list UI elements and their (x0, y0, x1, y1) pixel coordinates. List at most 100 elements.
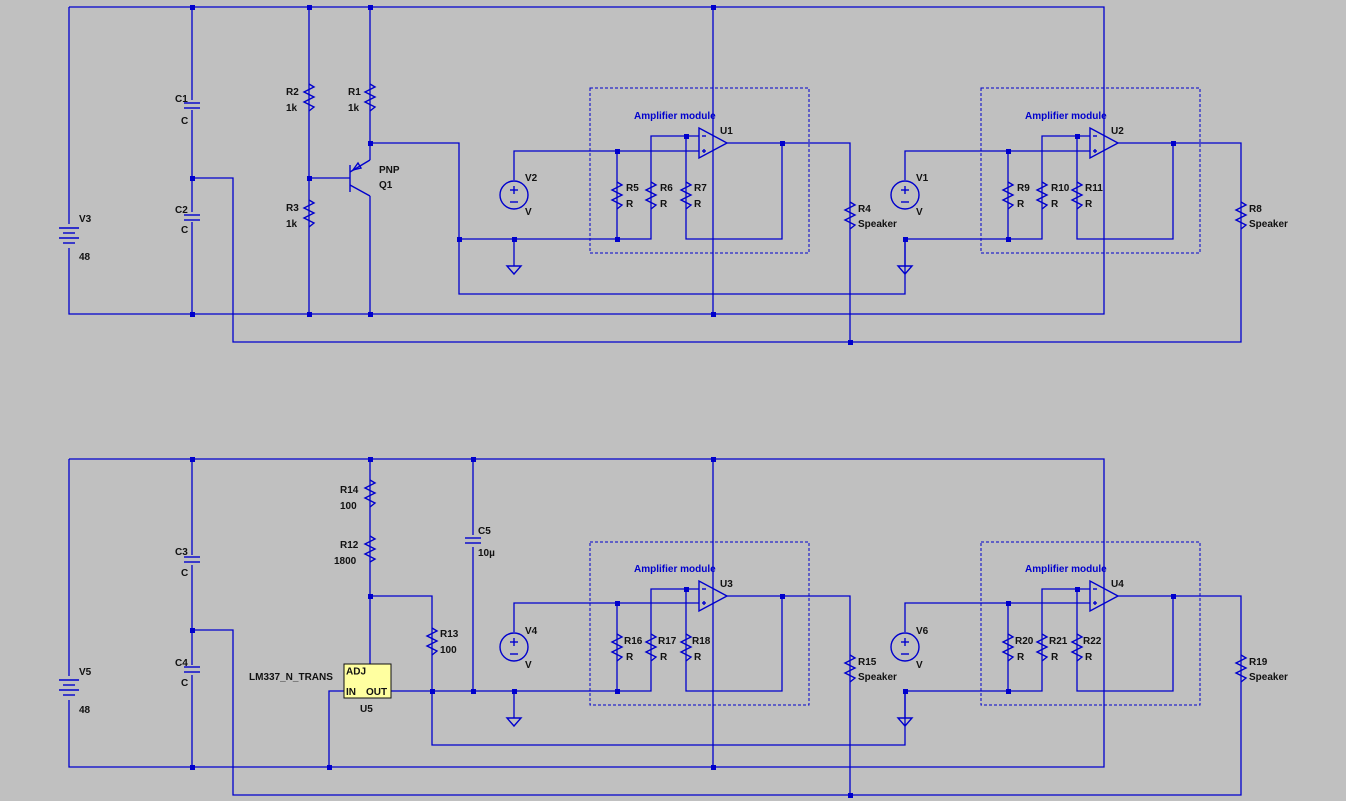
regulator-u5[interactable]: ADJ IN OUT (343, 663, 392, 699)
wire (68, 6, 1105, 315)
component-label: R10 (1051, 183, 1070, 194)
module-label: Amplifier module (634, 111, 716, 122)
capacitor-c2[interactable] (182, 212, 202, 222)
transistor-q1[interactable] (349, 159, 372, 197)
resistor-r2[interactable] (302, 83, 316, 112)
component-label: R16 (624, 636, 643, 647)
module-label: Amplifier module (1025, 111, 1107, 122)
resistor-r19[interactable] (1234, 654, 1248, 683)
wire (513, 150, 617, 180)
resistor-r16[interactable] (610, 633, 624, 662)
wire (904, 602, 1090, 632)
component-label: R20 (1015, 636, 1034, 647)
component-label: C2 (175, 205, 188, 216)
resistor-r12[interactable] (363, 535, 377, 563)
resistor-r22[interactable] (1070, 633, 1084, 662)
resistor-r10[interactable] (1035, 181, 1049, 210)
ground-icon (896, 717, 914, 728)
resistor-r13[interactable] (425, 627, 439, 656)
component-label: C1 (175, 94, 188, 105)
resistor-r1[interactable] (363, 83, 377, 112)
amplifier-module-box (980, 87, 1201, 254)
component-value: 100 (340, 501, 357, 512)
wire (370, 595, 906, 746)
component-label: R9 (1017, 183, 1030, 194)
component-label: V1 (916, 173, 929, 184)
component-value: 100 (440, 645, 457, 656)
capacitor-c5[interactable] (463, 535, 483, 547)
resistor-r4[interactable] (843, 201, 857, 230)
component-label: R3 (286, 203, 299, 214)
component-value: R (626, 652, 634, 663)
component-value: 1800 (334, 556, 357, 567)
component-label: R1 (348, 87, 361, 98)
component-label: V2 (525, 173, 538, 184)
wire (192, 595, 1242, 796)
component-value: R (1051, 199, 1059, 210)
wire (727, 142, 851, 342)
component-label: R5 (626, 183, 639, 194)
component-value: Speaker (858, 672, 897, 683)
component-value: 48 (79, 252, 91, 263)
wire (68, 458, 1105, 768)
component-value: 1k (286, 103, 298, 114)
source-v2[interactable] (499, 180, 529, 210)
junction-dots (190, 5, 1176, 345)
component-label: R4 (858, 204, 871, 215)
component-value: 1k (286, 219, 298, 230)
capacitor-c4[interactable] (182, 665, 202, 675)
component-label: R8 (1249, 204, 1262, 215)
amplifier-module-box (980, 541, 1201, 706)
bottom-circuit: Amplifier module Amplifier module (57, 457, 1288, 798)
component-value: R (1017, 199, 1025, 210)
component-label: Q1 (379, 180, 393, 191)
resistor-r21[interactable] (1035, 633, 1049, 662)
opamp-u1[interactable] (698, 126, 729, 160)
component-label: V6 (916, 626, 929, 637)
wire (192, 142, 1242, 343)
resistor-r18[interactable] (679, 633, 693, 662)
ground-icon (896, 265, 914, 276)
component-value: R (1051, 652, 1059, 663)
component-label: R19 (1249, 657, 1268, 668)
component-label: R12 (340, 540, 359, 551)
resistor-r5[interactable] (610, 181, 624, 210)
component-value: 48 (79, 705, 91, 716)
opamp-u3[interactable] (698, 579, 729, 613)
resistor-r14[interactable] (363, 479, 377, 508)
component-value: V (916, 207, 923, 218)
capacitor-c1[interactable] (182, 100, 202, 110)
ground-icon (505, 265, 523, 276)
component-label: R11 (1085, 183, 1103, 194)
component-label: R18 (692, 636, 711, 647)
component-label: U1 (720, 126, 733, 137)
resistor-r15[interactable] (843, 654, 857, 683)
resistor-r6[interactable] (644, 181, 658, 210)
resistor-r11[interactable] (1070, 181, 1084, 210)
battery-v3[interactable] (57, 224, 81, 248)
battery-v5[interactable] (57, 676, 81, 700)
source-v6[interactable] (890, 632, 920, 662)
opamp-u4[interactable] (1089, 579, 1120, 613)
resistor-r8[interactable] (1234, 201, 1248, 230)
component-label: R14 (340, 485, 359, 496)
component-value: C (181, 678, 188, 689)
component-value: 10µ (478, 548, 495, 559)
component-label: R21 (1049, 636, 1068, 647)
component-value: Speaker (1249, 219, 1288, 230)
opamp-u2[interactable] (1089, 126, 1120, 160)
resistor-r17[interactable] (644, 633, 658, 662)
resistor-r9[interactable] (1001, 181, 1015, 210)
resistor-r7[interactable] (679, 181, 693, 210)
source-v4[interactable] (499, 632, 529, 662)
component-value: R (660, 652, 668, 663)
resistor-r20[interactable] (1001, 633, 1015, 662)
junction-dots (190, 457, 1176, 798)
capacitor-c3[interactable] (182, 555, 202, 565)
wire (328, 690, 344, 767)
component-value: V (916, 660, 923, 671)
source-v1[interactable] (890, 180, 920, 210)
component-value: Speaker (858, 219, 897, 230)
resistor-r3[interactable] (302, 199, 316, 228)
